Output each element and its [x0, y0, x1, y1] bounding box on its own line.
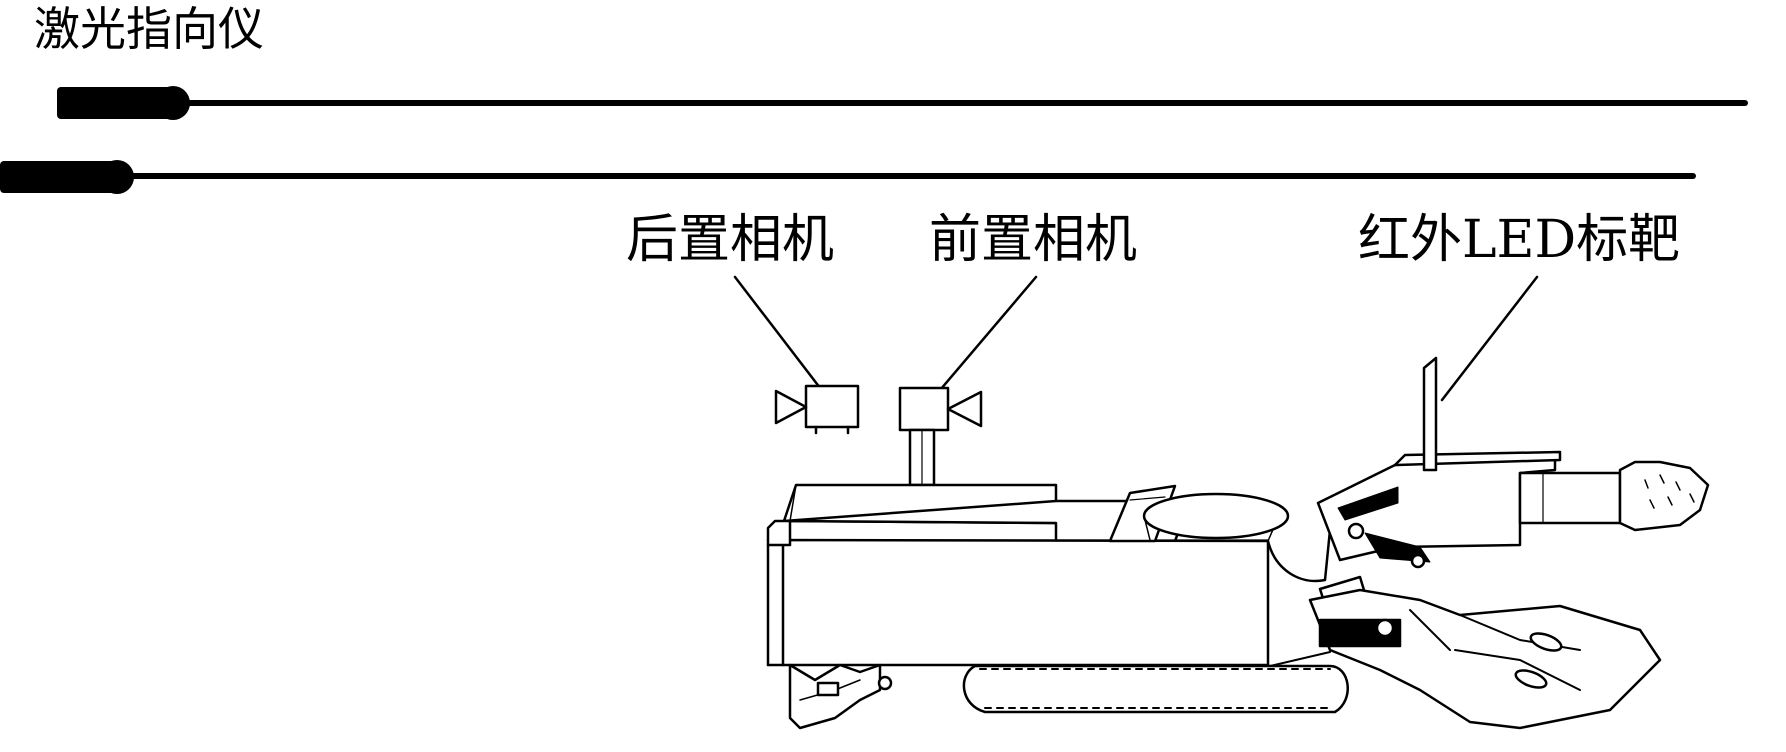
front-camera-icon [898, 386, 983, 487]
laser-pointer-label: 激光指向仪 [34, 2, 264, 56]
rear-camera-icon [774, 384, 860, 435]
led-target-leader [1440, 275, 1539, 402]
infrared-led-target-label: 红外LED标靶 [1358, 210, 1681, 270]
rear-camera-label: 后置相机 [626, 210, 835, 270]
laser-pointer-upper [57, 86, 1748, 120]
rear-camera-leader [733, 275, 829, 399]
roadheader-machine [766, 356, 1710, 730]
front-camera-leader [933, 275, 1038, 398]
front-camera-label: 前置相机 [929, 210, 1138, 270]
laser-pointer-lower [0, 160, 1696, 194]
